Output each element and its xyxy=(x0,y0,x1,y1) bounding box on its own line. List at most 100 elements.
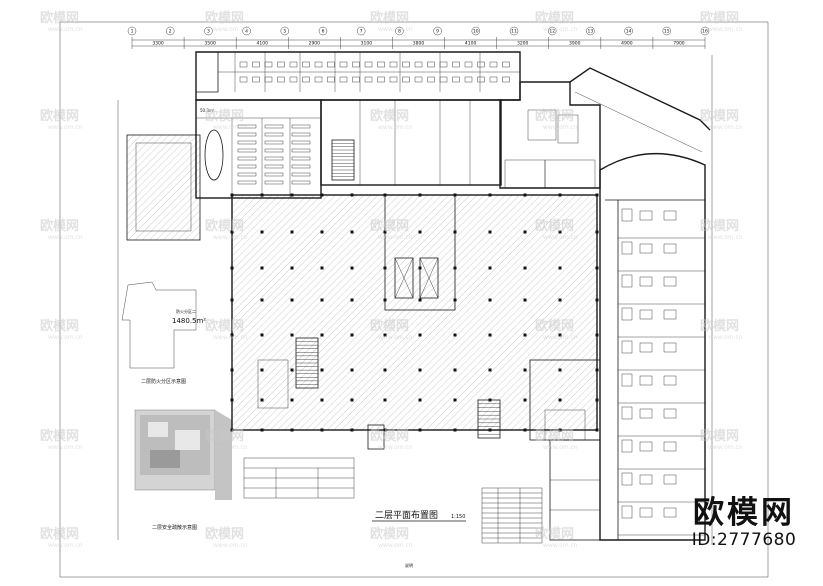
column xyxy=(383,428,387,432)
column xyxy=(558,298,562,302)
grid-axis-bubble xyxy=(586,26,595,36)
bathroom xyxy=(621,505,633,519)
column xyxy=(418,368,422,372)
watermark-brand: 欧模网 xyxy=(535,10,574,26)
watermark-site: www.om.cn xyxy=(48,542,83,549)
desk xyxy=(452,61,460,68)
watermark-brand: 欧模网 xyxy=(205,108,244,124)
watermark-site: www.om.cn xyxy=(543,124,578,131)
seat-row xyxy=(237,172,257,177)
grid-axis-bubble xyxy=(509,26,519,36)
watermark-site: www.om.cn xyxy=(378,124,413,131)
grid-axis-bubble xyxy=(395,26,404,36)
bed xyxy=(639,342,653,353)
dimension-label: 7900 xyxy=(673,41,685,47)
desk xyxy=(352,76,360,83)
column xyxy=(523,266,527,270)
grid-axis-label: 15 xyxy=(664,29,670,35)
drawing-scale: 1:150 xyxy=(451,514,465,520)
grid-axis-bubble xyxy=(357,26,366,36)
column xyxy=(230,230,234,234)
desk xyxy=(414,61,423,68)
seat-row xyxy=(264,148,284,153)
bed xyxy=(639,210,653,221)
desk xyxy=(364,61,373,68)
bathroom xyxy=(621,241,633,255)
desk xyxy=(252,61,260,68)
bed xyxy=(663,507,677,518)
diagonal-wing-wall xyxy=(569,67,711,131)
dimension-label: 3500 xyxy=(204,41,216,47)
watermark-site: www.om.cn xyxy=(708,234,743,241)
grid-axis-label: 12 xyxy=(549,29,555,35)
column xyxy=(558,230,562,234)
watermark-site: www.om.cn xyxy=(543,234,578,241)
bed xyxy=(663,441,677,452)
column xyxy=(488,298,492,302)
seat-row xyxy=(291,156,311,161)
column xyxy=(320,230,324,234)
desk xyxy=(389,61,398,68)
grid-axis-label: 14 xyxy=(626,29,632,35)
area-value: 1480.5m² xyxy=(172,317,206,325)
watermark-site: www.om.cn xyxy=(48,26,83,33)
column xyxy=(488,333,492,337)
seat-row xyxy=(237,124,257,129)
watermark-brand: 欧模网 xyxy=(370,10,409,26)
bed xyxy=(663,408,677,419)
safety-diagram xyxy=(134,409,232,500)
desk xyxy=(464,76,473,83)
seat-row xyxy=(237,164,257,169)
desk xyxy=(477,76,485,83)
grid-axis-bubble xyxy=(700,26,710,36)
column xyxy=(230,368,234,372)
bed xyxy=(639,507,653,518)
column xyxy=(488,428,492,432)
seat-row xyxy=(291,148,311,153)
seat-row xyxy=(237,180,257,185)
watermark-site: www.om.cn xyxy=(708,444,743,451)
bed xyxy=(639,243,653,254)
watermark-brand: 欧模网 xyxy=(205,318,244,334)
watermark-brand: 欧模网 xyxy=(535,428,574,444)
seat-row xyxy=(264,140,284,145)
column xyxy=(320,428,324,432)
column xyxy=(350,298,354,302)
top-office-wing xyxy=(195,51,521,101)
grid-axis-bubble xyxy=(280,26,289,36)
watermark-site: www.om.cn xyxy=(378,334,413,341)
grid-axis-bubble xyxy=(624,26,633,36)
central-core-hatch xyxy=(232,195,597,430)
grid-axis-bubble xyxy=(204,26,213,36)
column xyxy=(230,266,234,270)
column xyxy=(488,193,492,197)
column xyxy=(453,428,457,432)
grid-axis-bubble xyxy=(433,26,442,36)
column xyxy=(320,398,324,402)
seat-row xyxy=(264,180,284,185)
column xyxy=(290,298,294,302)
column xyxy=(453,368,457,372)
column xyxy=(595,398,599,402)
bed xyxy=(639,309,653,320)
desk xyxy=(339,61,348,68)
seat-row xyxy=(264,124,284,129)
grid-axis-label: 8 xyxy=(398,29,401,35)
grid-axis-label: 2 xyxy=(169,29,172,35)
column xyxy=(488,230,492,234)
column xyxy=(595,368,599,372)
watermark-site: www.om.cn xyxy=(543,542,578,549)
watermark-brand: 欧模网 xyxy=(40,318,79,334)
dimension-label: 3100 xyxy=(361,41,373,47)
column xyxy=(523,368,527,372)
grid-axis-label: 5 xyxy=(283,29,286,35)
watermark-site: www.om.cn xyxy=(378,444,413,451)
desk xyxy=(277,61,285,68)
bathroom xyxy=(621,208,633,222)
column xyxy=(290,398,294,402)
watermark-brand: 欧模网 xyxy=(205,218,244,234)
column xyxy=(350,398,354,402)
bathroom xyxy=(621,472,633,486)
bed xyxy=(663,243,677,254)
column xyxy=(260,193,264,197)
